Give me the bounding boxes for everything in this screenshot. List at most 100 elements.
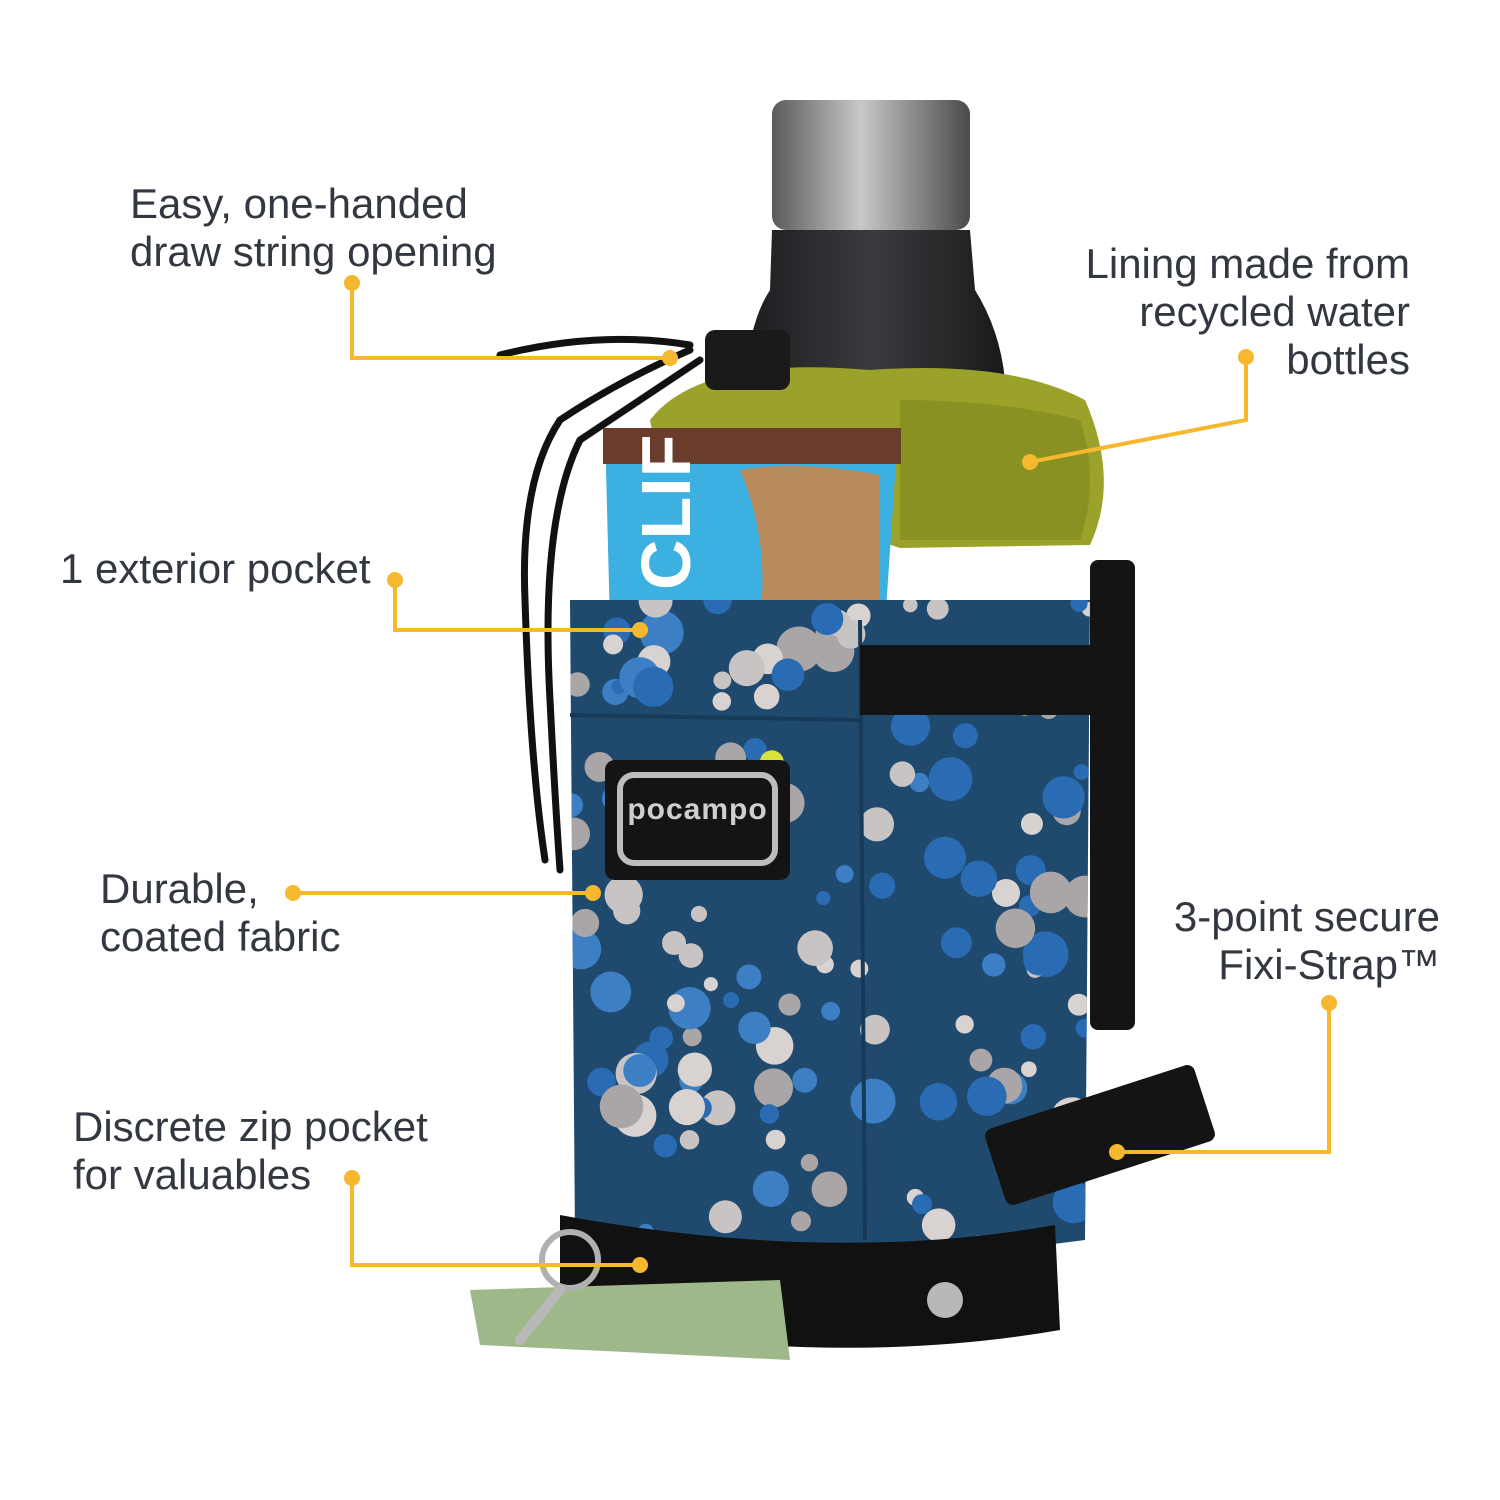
fabric-dot [889,761,916,787]
fabric-dot [604,875,643,914]
callout-drawstring: Easy, one-handed draw string opening [130,180,497,275]
fabric-dot [1052,1181,1090,1224]
fabric-dot [703,600,732,615]
fabric-dot [738,1011,771,1044]
fabric-dot [890,706,931,746]
fabric-dot [1023,944,1054,976]
fabric-dot [1042,776,1085,819]
fabric-dot [790,1211,812,1232]
fabric-dot [662,930,687,956]
fabric-dot [653,1134,677,1158]
fabric-dot [928,757,973,801]
callout-dot [1022,454,1038,470]
fabric-dot [753,683,780,710]
brand-logo-text: pocampo [627,793,768,826]
bag-body [470,560,1215,1360]
fabric-dot [599,1084,644,1129]
fabric-dot [912,1194,932,1215]
fabric-dot [969,1048,993,1072]
fabric-dot [960,860,998,897]
fabric-dot [811,603,844,636]
fabric-dot [678,943,704,968]
fabric-dot [728,650,765,687]
fabric-dot [590,971,632,1013]
fabric-dot [666,994,685,1013]
callout-pocket: 1 exterior pocket [60,545,371,592]
fabric-dot [668,1088,706,1126]
fabric-dot [638,600,673,618]
fabric-dot [1073,764,1090,780]
snack-bar: CLIF [603,428,901,625]
callout-dot [344,275,360,291]
fabric-dot [700,1090,736,1126]
fabric-dot [821,1001,841,1021]
fabric-dot [752,1170,789,1207]
fabric-dot [736,964,762,990]
fabric-dot [723,992,740,1009]
callout-line-pocket [393,580,640,632]
fabric-dot [800,1153,819,1172]
callout-dot [632,622,648,638]
fabric-dot [677,1052,712,1087]
fabric-dot [926,600,949,620]
callout-dot [387,572,403,588]
fabric-dot [743,737,767,762]
drawstring-cord [496,330,790,874]
fabric-dot [919,1083,958,1121]
callout-dot [344,1170,360,1186]
fabric-dot [682,1027,702,1047]
fabric-dot [690,905,708,922]
callout-line-strap [1117,1003,1331,1154]
fabric-dot [923,836,966,879]
snack-brand-text: CLIF [627,434,705,590]
fabric-dot [869,872,896,899]
fabric-dot [1021,1061,1037,1078]
fabric-dot [995,908,1036,949]
fabric-dot [860,1014,890,1045]
fabric-dot [703,977,718,992]
callout-zip: Discrete zip pocket for valuables [73,1103,428,1198]
callout-fabric: Durable, coated fabric [100,865,341,960]
fabric-dot [903,600,918,613]
callout-line-zip [350,1178,640,1267]
fabric-dot [797,930,833,966]
fabric-dot [816,890,831,906]
callout-dot [1109,1144,1125,1160]
fabric-dot [679,1130,700,1150]
fabric-dot [713,671,732,690]
fabric-dot [633,666,674,707]
fabric-dot [792,1067,818,1093]
fabric-dot [765,1129,786,1150]
callout-line-drawstring [350,283,670,360]
fabric-dot [921,1208,956,1242]
fabric-dot [754,1068,794,1108]
fabric-dot [623,1054,657,1087]
fabric-dot [1020,812,1043,835]
fabric-dot [570,908,600,938]
callout-dot [285,885,301,901]
callout-dot [662,350,678,366]
callout-dot [1238,349,1254,365]
callout-lining: Lining made from recycled water bottles [1085,240,1411,383]
fabric-dot [1029,871,1072,914]
callout-strap: 3-point secure Fixi-Strap™ [1173,893,1440,988]
fabric-dot [603,634,624,655]
callout-line-lining [1029,357,1248,464]
fabric-dot [708,1200,742,1234]
fabric-dot [991,878,1021,908]
callout-dot [1321,995,1337,1011]
fabric-dot [982,953,1006,977]
callout-dot [632,1257,648,1273]
fabric-dot [649,1026,673,1050]
fabric-dot [639,610,684,655]
fabric-dot [771,658,805,691]
fabric-dot [811,1171,848,1208]
fabric-dot [778,993,801,1016]
fabric-dot [712,692,732,711]
fabric-dot [835,865,854,883]
fabric-dot [759,1104,780,1124]
fabric-dot [1064,875,1090,918]
fabric-dot [1067,993,1090,1016]
